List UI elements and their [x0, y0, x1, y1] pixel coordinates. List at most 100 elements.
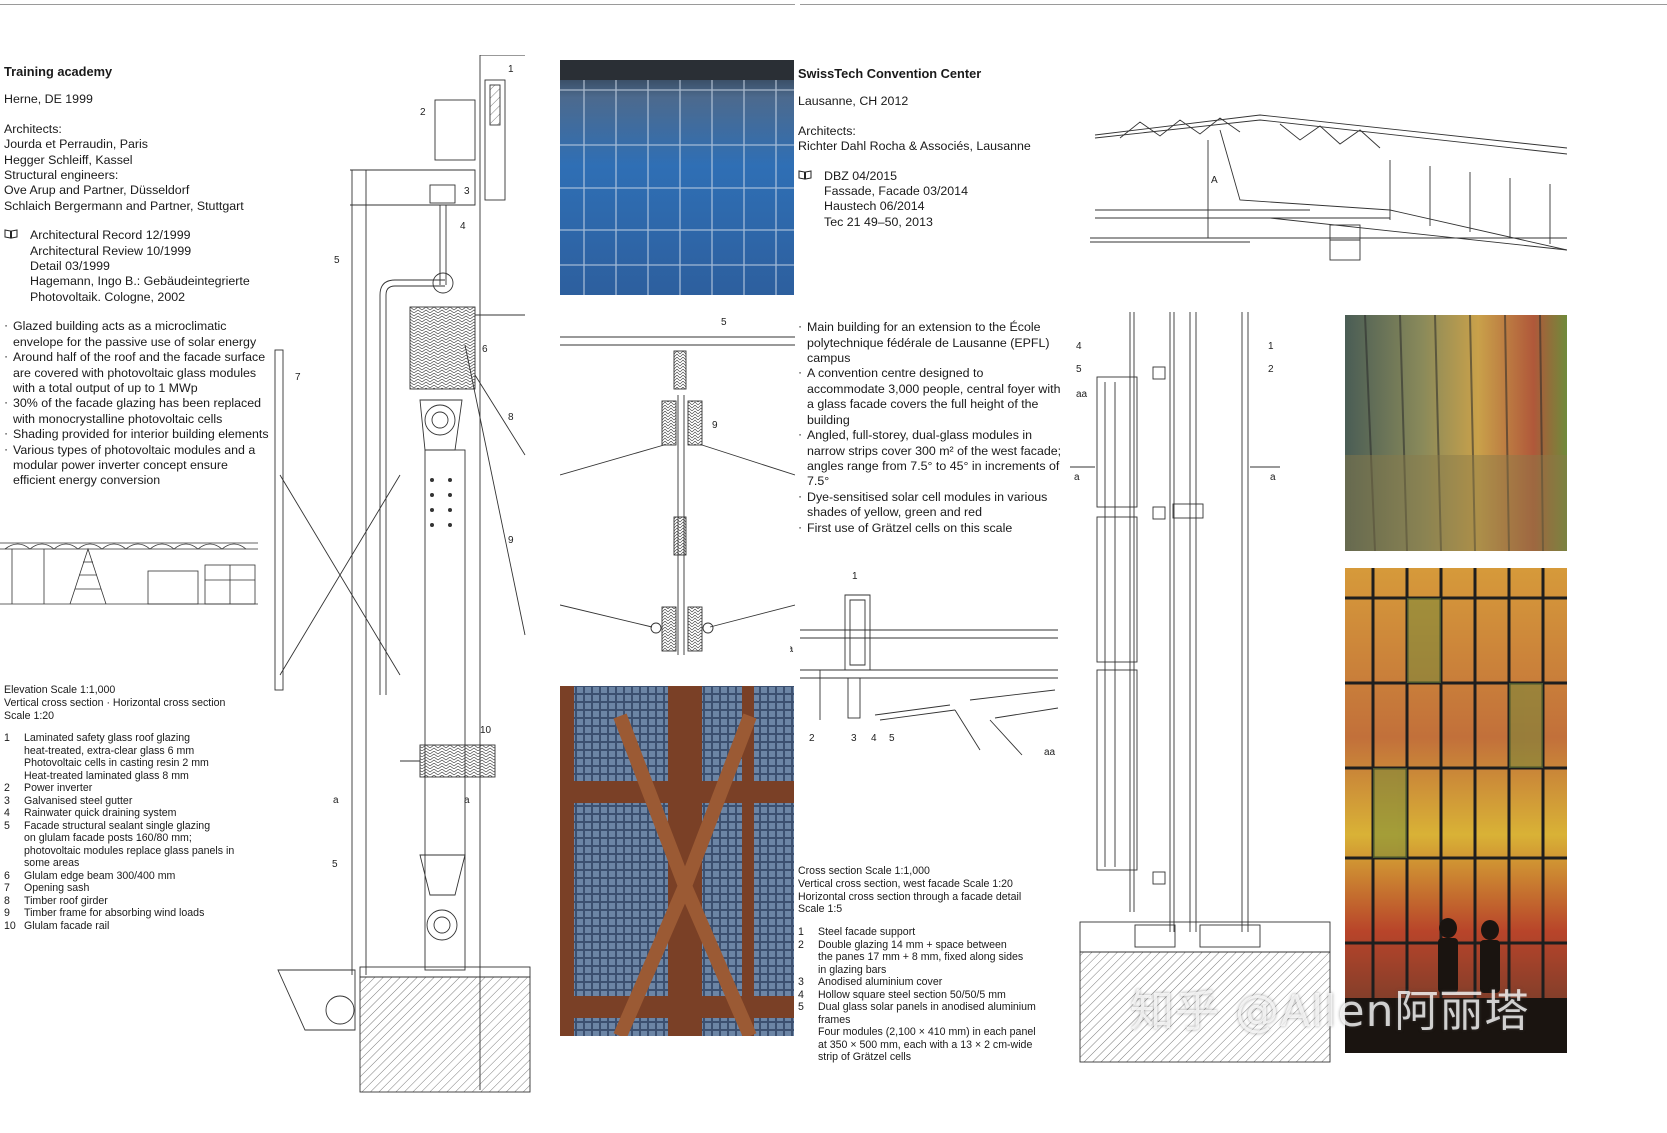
legend-number: [798, 951, 818, 964]
credit-line: Structural engineers:: [4, 168, 119, 183]
bullet-item: Dye-sensitised solar cell modules in var…: [798, 489, 1063, 521]
credit-line: Jourda et Perraudin, Paris: [4, 137, 148, 152]
callout-label: 2: [1268, 364, 1274, 375]
legend-row: Four modules (2,100 × 410 mm) in each pa…: [798, 1026, 1063, 1039]
legend-number: [4, 832, 24, 845]
top-rule-right: [800, 4, 1667, 5]
right-caption: Cross section Scale 1:1,000 Vertical cro…: [798, 865, 1063, 916]
callout-label: 5: [332, 859, 338, 870]
reference-line: Hagemann, Ingo B.: Gebäudeintegrierte: [30, 274, 250, 289]
bullet-item: Around half of the roof and the facade s…: [4, 349, 269, 396]
legend-text: on glulam facade posts 160/80 mm;: [24, 832, 192, 844]
legend-number: 7: [4, 882, 10, 894]
legend-row: 6 Glulam edge beam 300/400 mm: [4, 870, 266, 883]
legend-number: 9: [4, 907, 10, 919]
legend-row: on glulam facade posts 160/80 mm;: [4, 832, 266, 845]
credit-line: Richter Dahl Rocha & Associés, Lausanne: [798, 139, 1031, 154]
left-caption: Elevation Scale 1:1,000 Vertical cross s…: [4, 684, 269, 722]
horizontal-section-drawing: 5 9: [560, 317, 795, 655]
swisstech-info: SwissTech Convention Center Lausanne, CH…: [798, 66, 1063, 536]
legend-number: [4, 757, 24, 770]
legend-number: 5: [4, 819, 10, 832]
legend-text: Opening sash: [24, 882, 90, 894]
legend-number: [4, 770, 24, 783]
legend-number: [798, 1039, 818, 1052]
project-title: Training academy: [4, 64, 113, 79]
caption-line: Scale 1:5: [798, 903, 843, 916]
legend-number: [798, 1051, 818, 1064]
elevation-drawing: [0, 542, 258, 605]
legend-text: Timber frame for absorbing wind loads: [24, 907, 205, 919]
callout-label: 10: [480, 725, 492, 736]
legend-number: 3: [4, 794, 10, 807]
legend-text: frames: [818, 1013, 851, 1026]
callout-label: aa: [1044, 747, 1056, 758]
callout-label: 2: [420, 107, 426, 118]
legend-number: [4, 845, 24, 858]
callout-label: 9: [712, 420, 718, 431]
callout-label: 9: [508, 535, 514, 546]
callout-label: 3: [851, 733, 857, 744]
legend-row: Heat-treated laminated glass 8 mm: [4, 770, 266, 783]
callout-label: a: [1270, 472, 1276, 483]
legend-row: 7 Opening sash: [4, 882, 266, 895]
callout-label: aa: [790, 644, 794, 655]
reference-line: Haustech 06/2014: [824, 199, 925, 214]
legend-number: 2: [798, 938, 804, 951]
legend-text: Facade structural sealant single glazing: [24, 819, 211, 832]
top-rule-left: [0, 4, 795, 5]
legend-number: 10: [4, 919, 16, 932]
legend-number: 1: [798, 926, 804, 938]
book-icon: [798, 170, 812, 180]
callout-label: 3: [464, 186, 470, 197]
reference-line: DBZ 04/2015: [824, 168, 898, 183]
caption-line: Vertical cross section · Horizontal cros…: [4, 696, 226, 709]
legend-text: Laminated safety glass roof glazing: [24, 732, 191, 744]
legend-row: in glazing bars: [798, 964, 1063, 977]
caption-line: Vertical cross section, west facade Scal…: [798, 877, 1013, 890]
callout-label: 6: [482, 344, 488, 355]
callout-label: 5: [889, 733, 895, 744]
references: DBZ 04/2015 Fassade, Facade 03/2014 Haus…: [798, 169, 1063, 231]
legend-number: 4: [4, 807, 10, 819]
pv-facade-photo: [560, 60, 794, 295]
pv-facade-grid: [560, 60, 794, 295]
legend-text: some areas: [24, 857, 80, 869]
legend-text: Glulam facade rail: [24, 919, 110, 932]
project-location: Herne, DE 1999: [4, 92, 93, 107]
legend-text: Glulam edge beam 300/400 mm: [24, 869, 176, 882]
legend-number: 6: [4, 869, 10, 882]
callout-label: a: [464, 795, 470, 806]
timber-frame-photo: [560, 686, 794, 1036]
credits: Architects: Jourda et Perraudin, Paris H…: [4, 122, 269, 214]
bullet-item: Angled, full-storey, dual-glass modules …: [798, 427, 1063, 490]
legend-text: heat-treated, extra-clear glass 6 mm: [24, 744, 195, 757]
legend-text: Photovoltaic cells in casting resin 2 mm: [24, 757, 209, 769]
callout-label: 1: [508, 64, 514, 75]
caption-line: Horizontal cross section through a facad…: [798, 890, 1022, 903]
legend-text: strip of Grätzel cells: [818, 1051, 912, 1063]
reference-line: Photovoltaik. Cologne, 2002: [30, 289, 185, 304]
dye-cells-interior-graphic: [1345, 568, 1567, 1053]
project-location: Lausanne, CH 2012: [798, 94, 909, 109]
legend-number: 2: [4, 782, 10, 794]
callout-label: aa: [1076, 389, 1088, 400]
legend-number: 1: [4, 732, 10, 744]
legend-number: 4: [798, 988, 804, 1001]
legend-text: Anodised aluminium cover: [818, 976, 943, 988]
legend-row: strip of Grätzel cells: [798, 1051, 1063, 1064]
legend-number: [4, 857, 24, 870]
legend-text: Heat-treated laminated glass 8 mm: [24, 769, 189, 782]
timber-frame-graphic: [560, 686, 794, 1036]
callout-label: 4: [460, 221, 466, 232]
bullet-list: Main building for an extension to the Éc…: [798, 319, 1063, 536]
bullet-item: First use of Grätzel cells on this scale: [798, 520, 1063, 536]
credit-line: Architects:: [4, 121, 62, 136]
